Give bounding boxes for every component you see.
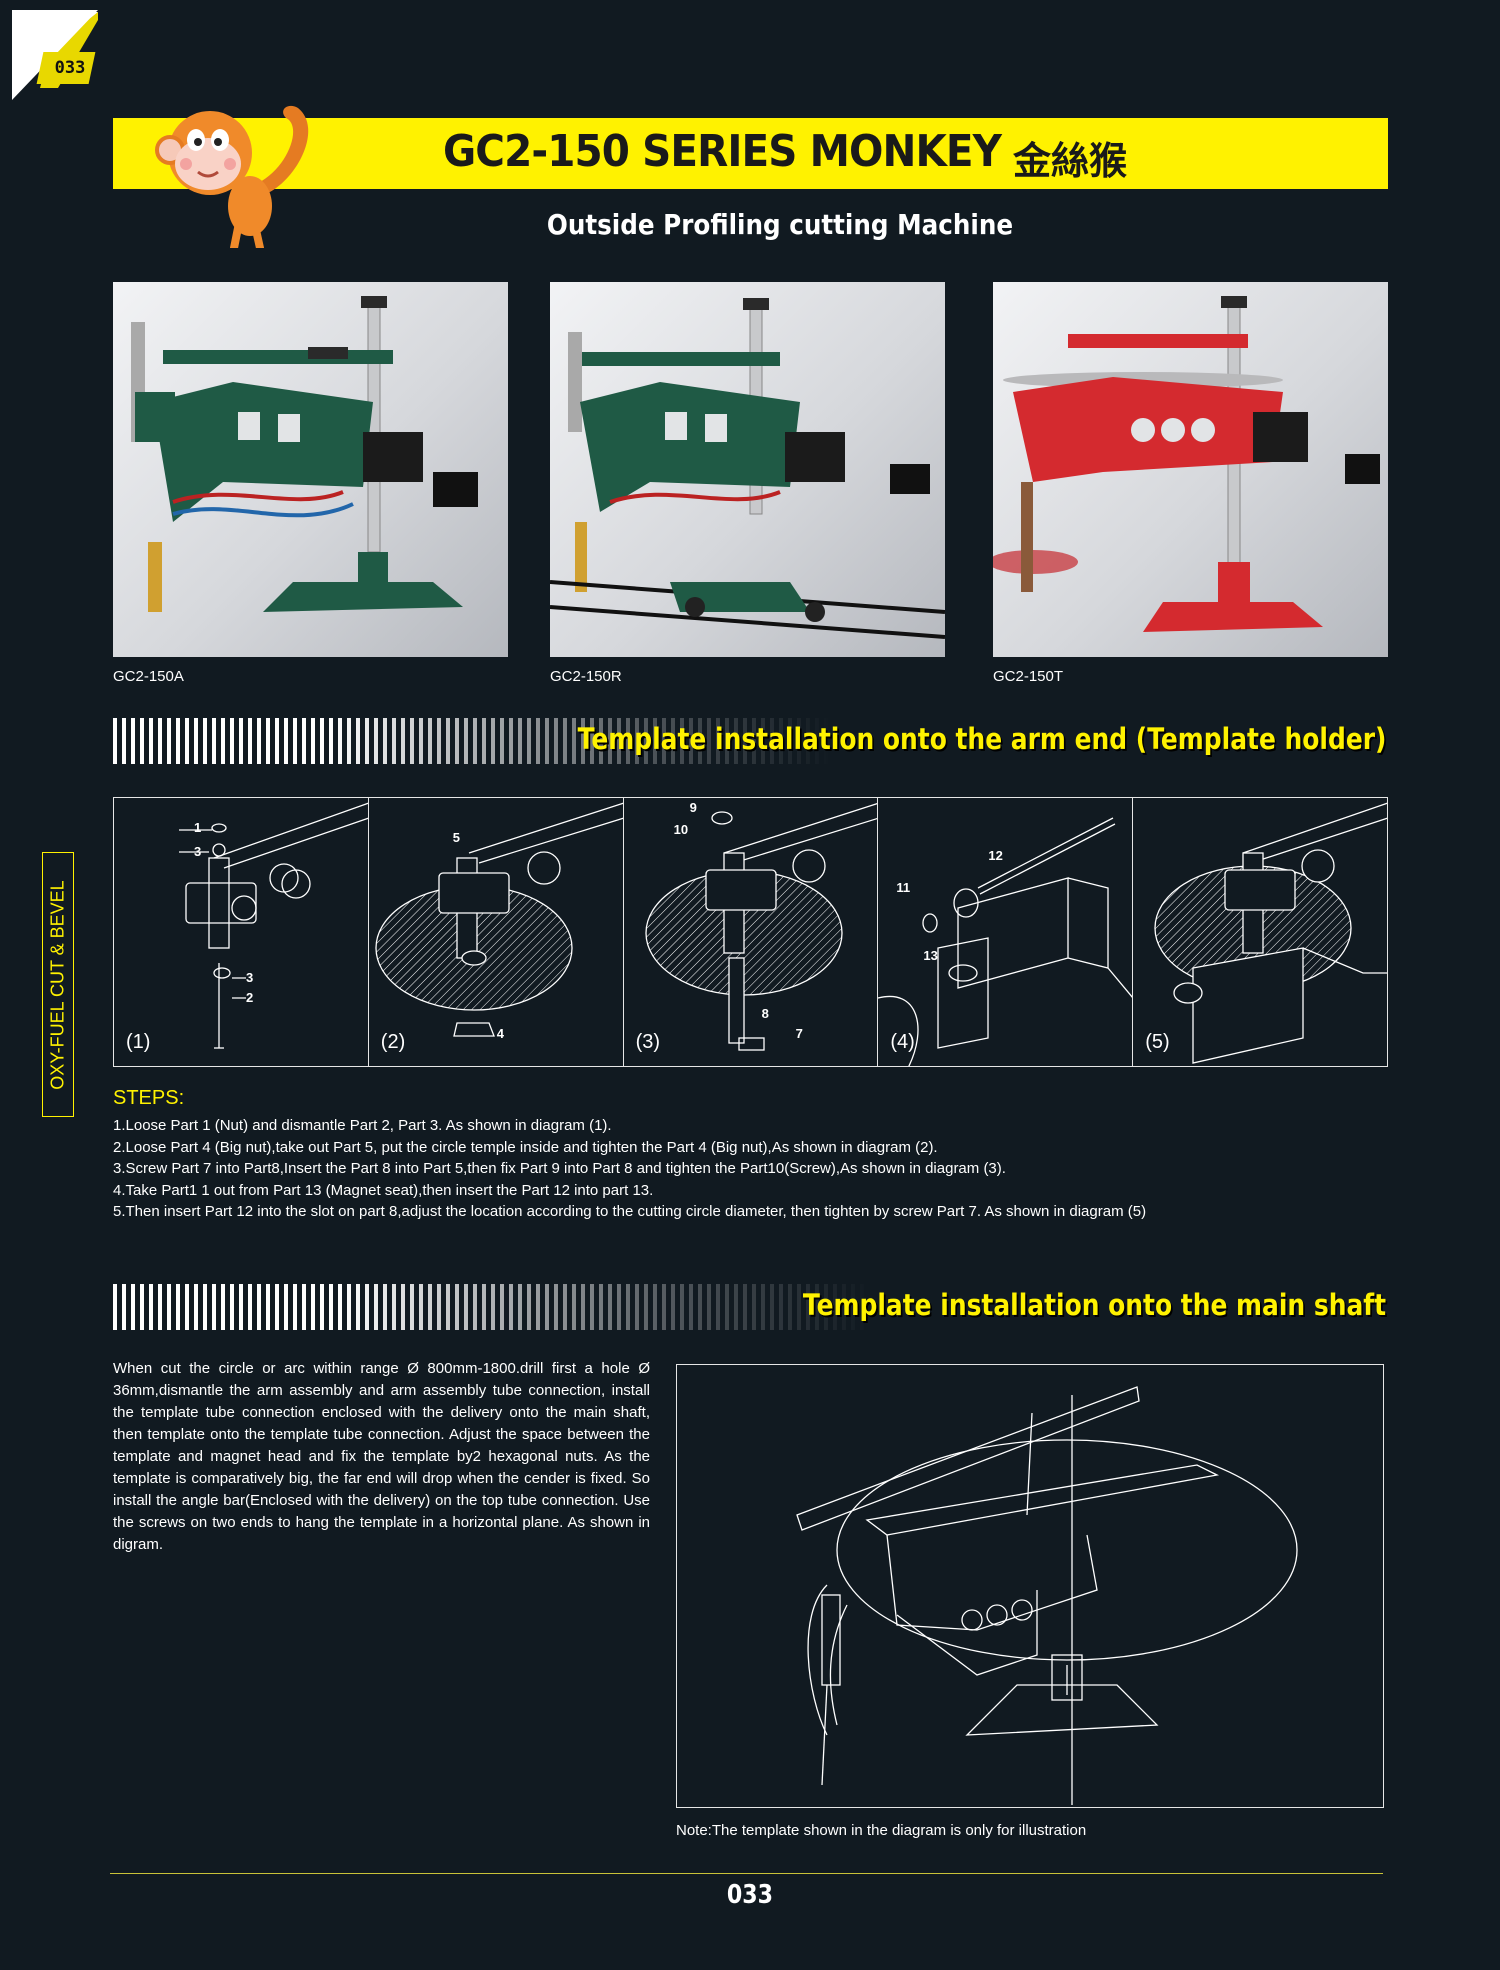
part-number: 2 bbox=[246, 990, 254, 1005]
page-title: GC2-150 SERIES MONKEY bbox=[443, 126, 1002, 177]
step-item: 4.Take Part1 1 out from Part 13 (Magnet … bbox=[113, 1181, 654, 1199]
step-item: 3.Screw Part 7 into Part8,Insert the Par… bbox=[113, 1160, 1006, 1177]
section-title-arm-end: Template installation onto the arm end (… bbox=[577, 722, 1386, 756]
step-item: 2.Loose Part 4 (Big nut),take out Part 5… bbox=[113, 1138, 938, 1156]
page-subtitle: Outside Profiling cutting Machine bbox=[546, 208, 1014, 241]
diagram-label: (2) bbox=[380, 1031, 406, 1053]
diagram-panel-5: (5) bbox=[1133, 798, 1387, 1066]
main-shaft-instructions: When cut the circle or arc within range … bbox=[113, 1360, 650, 1553]
product-caption-gc2-150t: GC2-150T bbox=[993, 668, 1064, 685]
step-item: 5.Then insert Part 12 into the slot on p… bbox=[113, 1203, 1147, 1220]
section-header-stripes bbox=[113, 718, 833, 764]
corner-page-number: 033 bbox=[54, 58, 86, 78]
part-number: 13 bbox=[923, 948, 938, 963]
part-number: 10 bbox=[673, 822, 689, 837]
product-caption-gc2-150r: GC2-150R bbox=[550, 668, 622, 685]
section-title-main-shaft: Template installation onto the main shaf… bbox=[802, 1288, 1386, 1322]
page-title-chinese: 金絲猴 bbox=[1013, 139, 1128, 183]
diagram-label: (4) bbox=[890, 1031, 915, 1053]
part-number: 3 bbox=[194, 844, 202, 859]
diagram-label: (3) bbox=[635, 1031, 661, 1053]
section-header-stripes bbox=[113, 1284, 873, 1330]
product-photo-gc2-150a bbox=[113, 282, 508, 657]
monkey-mascot-image bbox=[148, 98, 328, 252]
section-header-arm-end: Template installation onto the arm end (… bbox=[113, 718, 1388, 764]
page-corner-tag bbox=[0, 0, 100, 100]
header-banner: GC2-150 SERIES MONKEY 金絲猴 bbox=[113, 118, 1388, 189]
product-photo-gc2-150t bbox=[993, 282, 1388, 657]
side-category-label: OXY-FUEL CUT & BEVEL bbox=[42, 852, 74, 1117]
side-category-text: OXY-FUEL CUT & BEVEL bbox=[47, 879, 68, 1090]
diagram-panel-1: 1 3 3 2 (1) bbox=[114, 798, 369, 1066]
section-header-main-shaft: Template installation onto the main shaf… bbox=[113, 1284, 1388, 1330]
diagram-panel-3: 9 10 8 7 (3) bbox=[624, 798, 879, 1066]
part-number: 4 bbox=[496, 1026, 505, 1041]
main-shaft-diagram bbox=[676, 1364, 1384, 1808]
diagram-note: Note:The template shown in the diagram i… bbox=[676, 1822, 1087, 1839]
part-number: 5 bbox=[452, 830, 461, 845]
part-number: 8 bbox=[761, 1006, 769, 1021]
diagram-label: (1) bbox=[126, 1031, 151, 1053]
part-number: 11 bbox=[896, 880, 911, 895]
part-number: 12 bbox=[988, 848, 1003, 863]
part-number: 9 bbox=[689, 800, 697, 815]
steps-list: 1.Loose Part 1 (Nut) and dismantle Part … bbox=[113, 1115, 1393, 1223]
steps-heading: STEPS: bbox=[113, 1087, 185, 1109]
diagram-label: (5) bbox=[1145, 1031, 1170, 1053]
diagram-panel-2: 5 4 (2) bbox=[369, 798, 624, 1066]
product-photo-gc2-150r bbox=[550, 282, 945, 657]
footer-rule bbox=[110, 1873, 1383, 1874]
part-number: 3 bbox=[246, 970, 254, 985]
part-number: 7 bbox=[795, 1026, 803, 1041]
part-number: 1 bbox=[194, 820, 202, 835]
diagram-panel-4: 12 11 13 (4) bbox=[878, 798, 1134, 1066]
product-caption-gc2-150a: GC2-150A bbox=[113, 668, 184, 685]
step-item: 1.Loose Part 1 (Nut) and dismantle Part … bbox=[113, 1117, 612, 1134]
footer-page-number: 033 bbox=[726, 1880, 774, 1910]
installation-diagrams: 1 3 3 2 (1) 5 4 (2) 9 bbox=[113, 797, 1388, 1067]
